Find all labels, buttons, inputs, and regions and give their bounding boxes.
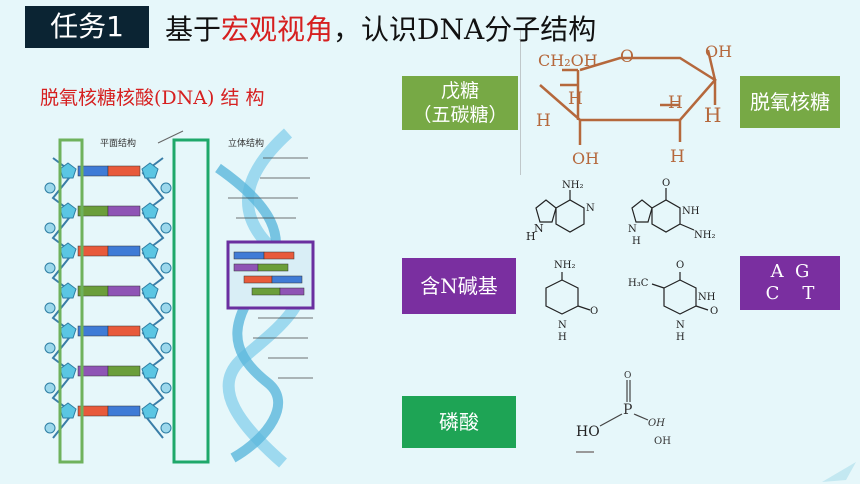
task-badge: 任务1 bbox=[25, 6, 149, 48]
thymine-o2: O bbox=[710, 306, 718, 317]
sugar-highlight-frame bbox=[58, 138, 84, 464]
dna-illustration: 平面结构 立体结构 bbox=[44, 128, 315, 468]
ribose-h-right: H bbox=[668, 93, 683, 113]
phosphate-structure: O P HO OH OH bbox=[576, 371, 671, 453]
nitrogenous-base-box: 含N碱基 bbox=[402, 258, 516, 314]
stereo-structure-label: 立体结构 bbox=[228, 137, 264, 149]
cytosine-o: O bbox=[590, 306, 598, 317]
ribose-h-upper: H bbox=[568, 89, 583, 109]
guanine-nh2: NH₂ bbox=[694, 230, 715, 241]
deoxyribose-structure: CH₂OH O OH H H H H OH H bbox=[520, 30, 732, 175]
title-highlight: 宏观视角 bbox=[221, 13, 334, 46]
guanine-nh: NH bbox=[682, 206, 700, 217]
slide-title: 基于宏观视角，认识DNA分子结构 bbox=[165, 8, 596, 48]
guanine-h: H bbox=[632, 236, 641, 247]
thymine-nh: NH bbox=[698, 292, 716, 303]
phosphate-p: P bbox=[623, 402, 632, 418]
ribose-h-far-right: H bbox=[704, 103, 721, 127]
title-suffix: ，认识DNA分子结构 bbox=[333, 13, 597, 46]
phosphate-oh1: OH bbox=[648, 418, 665, 429]
thymine-h: H bbox=[676, 332, 685, 343]
phosphate-oh2: OH bbox=[654, 436, 671, 447]
ribose-h-left: H bbox=[536, 111, 551, 131]
agct-bases-box: A G C T bbox=[740, 256, 840, 310]
cytosine-nh2: NH₂ bbox=[554, 260, 575, 271]
phosphoric-acid-box: 磷酸 bbox=[402, 396, 516, 448]
phosphate-o: O bbox=[624, 371, 631, 381]
adenine-nh2: NH₂ bbox=[562, 180, 583, 191]
title-prefix: 基于 bbox=[165, 13, 222, 46]
ribose-h-bottom: H bbox=[670, 147, 685, 167]
adenine-h: H bbox=[526, 230, 536, 243]
adenine-n1: N bbox=[586, 203, 595, 214]
adenine-n9: N bbox=[534, 222, 544, 235]
phosphate-ho: HO bbox=[576, 424, 600, 440]
deoxyribose-box: 脱氧核糖 bbox=[740, 76, 840, 128]
cytosine-n: N bbox=[558, 320, 567, 331]
dna-heading: 脱氧核糖核酸(DNA) 结 构 bbox=[40, 87, 265, 109]
pentose-box: 戊糖 （五碳糖） bbox=[402, 76, 518, 130]
cytosine-h: H bbox=[558, 332, 567, 343]
guanine-n: N bbox=[628, 224, 637, 235]
plane-structure-label: 平面结构 bbox=[100, 137, 136, 149]
corner-decoration-icon bbox=[822, 462, 856, 482]
ribose-ring-o: O bbox=[620, 47, 634, 67]
thymine-n: N bbox=[676, 320, 685, 331]
phosphate-highlight-frame bbox=[172, 138, 210, 464]
thymine-ch3: H₃C bbox=[628, 278, 649, 289]
guanine-o: O bbox=[662, 178, 670, 189]
ribose-ch2oh: CH₂OH bbox=[538, 51, 598, 70]
ribose-oh-bottom: OH bbox=[572, 149, 599, 168]
thymine-o: O bbox=[676, 260, 684, 271]
nitrogenous-bases: NH₂ N H N O NH NH₂ N H NH₂ O N H O H₃C N… bbox=[526, 178, 718, 343]
ribose-oh-top: OH bbox=[705, 42, 732, 61]
